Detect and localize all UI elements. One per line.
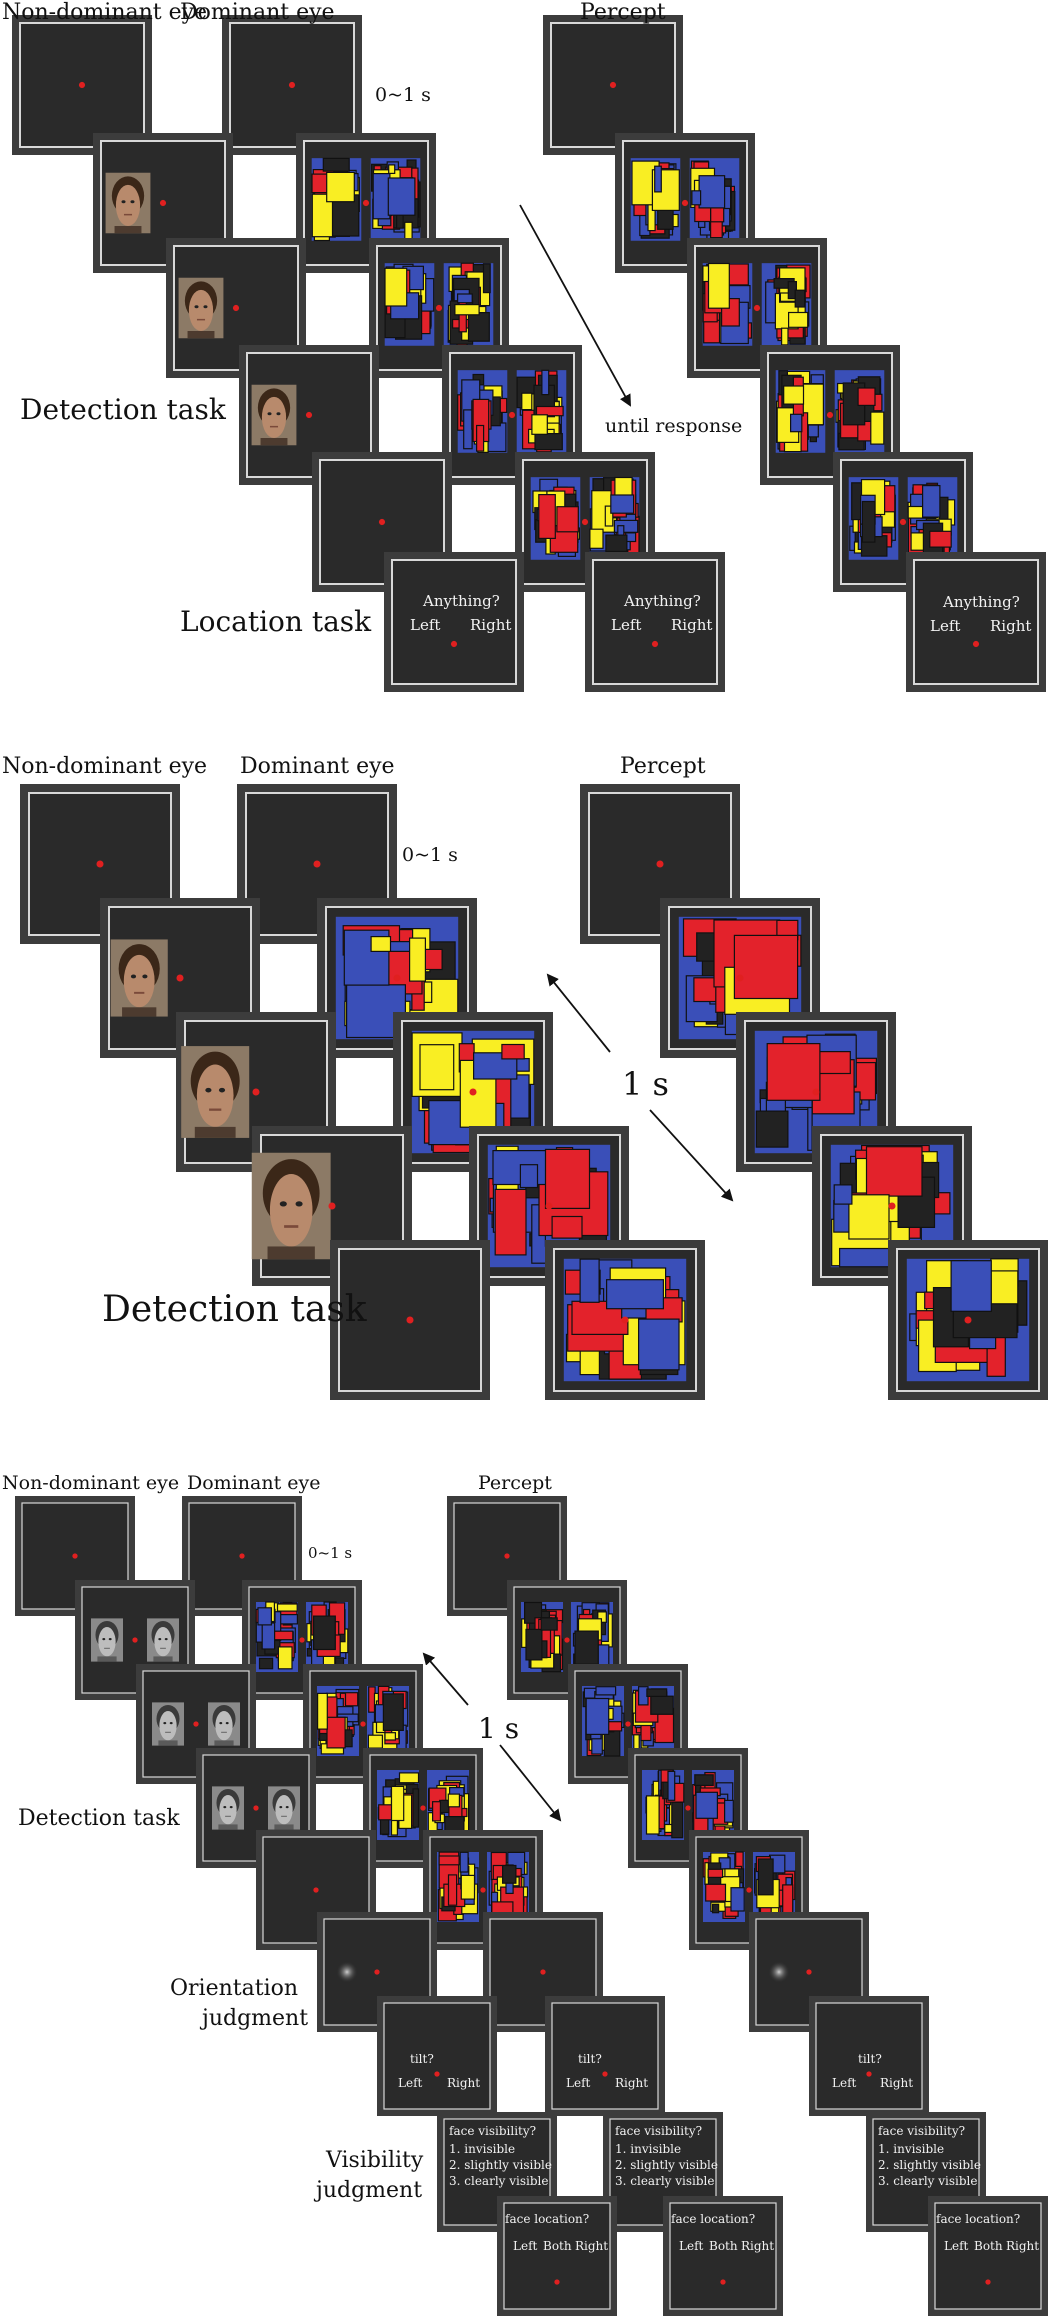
panel-c-visibility-label-line1: Visibility xyxy=(326,2148,424,2173)
panel-c-location-2-both: Both xyxy=(709,2239,738,2253)
panel-b-detection-task-label: Detection task xyxy=(102,1289,367,1330)
panel-c-visibility-label-line2: judgment xyxy=(316,2178,423,2203)
panel-c-location-1-both: Both xyxy=(543,2239,572,2253)
panel-c-visibility-2-option-2: 2. slightly visible xyxy=(615,2158,718,2172)
panel-c-location-1-right: Right xyxy=(575,2239,609,2253)
panel-c-orientation-label-line1: Orientation xyxy=(170,1976,299,2001)
panel-b-percept-label: Percept xyxy=(620,754,706,779)
panel-c-tilt-2-left: Left xyxy=(566,2076,591,2090)
panel-a-response-2-anything: Anything? xyxy=(624,592,701,610)
panel-c-location-1-left: Left xyxy=(513,2239,538,2253)
panel-c-tilt-2-right: Right xyxy=(615,2076,649,2090)
panel-a-percept-label: Percept xyxy=(580,0,666,25)
panel-a-time-label: 0~1 s xyxy=(375,84,431,106)
screen-a-percept-1 xyxy=(543,15,683,155)
screen-c-location-3 xyxy=(928,2196,1048,2316)
screen-b-percept-5 xyxy=(888,1240,1048,1400)
screen-a-nondom-2 xyxy=(93,133,233,273)
screen-a-response-2 xyxy=(585,552,725,692)
screen-a-dom-3 xyxy=(369,238,509,378)
panel-a-location-task-label: Location task xyxy=(180,605,372,638)
panel-c-visibility-1-prompt: face visibility? xyxy=(449,2124,537,2138)
screen-a-nondom-1 xyxy=(12,15,152,155)
panel-c-tilt-3-right: Right xyxy=(880,2076,914,2090)
screen-b-percept-3 xyxy=(736,1012,896,1172)
panel-b-time-label: 0~1 s xyxy=(402,844,458,866)
panel-c-tilt-3-prompt: tilt? xyxy=(858,2052,882,2066)
panel-c-visibility-3-option-3: 3. clearly visible xyxy=(878,2174,978,2188)
screen-c-location-2 xyxy=(663,2196,783,2316)
panel-c-tilt-3-left: Left xyxy=(832,2076,857,2090)
screen-a-dom-1 xyxy=(222,15,362,155)
panel-c-visibility-1-option-3: 3. clearly visible xyxy=(449,2174,549,2188)
panel-c-visibility-2-option-1: 1. invisible xyxy=(615,2142,682,2156)
panel-a-response-2-left: Left xyxy=(611,616,642,634)
panel-a-response-3-left: Left xyxy=(930,617,961,635)
screen-a-percept-5 xyxy=(833,452,973,592)
screen-c-dom-4 xyxy=(363,1748,483,1868)
panel-c-location-2-prompt: face location? xyxy=(671,2212,756,2226)
panel-b-duration-arrow-down xyxy=(649,1109,734,1202)
panel-c-detection-task-label: Detection task xyxy=(18,1806,180,1831)
screen-b-dom-5 xyxy=(545,1240,705,1400)
panel-a-until-response-label: until response xyxy=(605,415,743,437)
panel-c-orientation-label-line2: judgment xyxy=(202,2006,309,2031)
panel-c-location-3-right: Right xyxy=(1006,2239,1040,2253)
panel-c-tilt-1-left: Left xyxy=(398,2076,423,2090)
panel-c-location-3-left: Left xyxy=(944,2239,969,2253)
panel-b-nondominant-eye-label: Non-dominant eye xyxy=(2,754,208,779)
screen-c-tilt-2 xyxy=(545,1996,665,2116)
panel-a-response-1-left: Left xyxy=(410,616,441,634)
panel-c-visibility-2-option-3: 3. clearly visible xyxy=(615,2174,715,2188)
screen-b-percept-2 xyxy=(660,898,820,1058)
panel-c-location-2-right: Right xyxy=(741,2239,775,2253)
panel-a-response-3-right: Right xyxy=(990,617,1032,635)
panel-a-response-2-right: Right xyxy=(671,616,713,634)
screen-b-nondom-5 xyxy=(330,1240,490,1400)
screen-a-response-1 xyxy=(384,552,524,692)
screen-c-tilt-1 xyxy=(377,1996,497,2116)
panel-c-visibility-1-option-1: 1. invisible xyxy=(449,2142,516,2156)
panel-c-duration-arrow-down xyxy=(499,1744,562,1822)
panel-c-time-label: 0~1 s xyxy=(308,1544,353,1562)
screen-c-tilt-3 xyxy=(809,1996,929,2116)
panel-a-response-1-anything: Anything? xyxy=(423,592,500,610)
panel-a-dominant-eye-label: Dominant eye xyxy=(180,0,335,25)
panel-c-location-2-left: Left xyxy=(679,2239,704,2253)
panel-c-visibility-3-option-1: 1. invisible xyxy=(878,2142,945,2156)
panel-a-response-1-right: Right xyxy=(470,616,512,634)
panel-c-visibility-2-prompt: face visibility? xyxy=(615,2124,703,2138)
panel-c-tilt-2-prompt: tilt? xyxy=(578,2052,602,2066)
panel-c-tilt-1-right: Right xyxy=(447,2076,481,2090)
panel-c-visibility-3-option-2: 2. slightly visible xyxy=(878,2158,981,2172)
arrows-layer xyxy=(422,204,734,1822)
screens-layer xyxy=(12,15,1048,2316)
panel-b-dominant-eye-label: Dominant eye xyxy=(240,754,395,779)
panel-c-visibility-1-option-2: 2. slightly visible xyxy=(449,2158,552,2172)
screen-a-dom-5 xyxy=(515,452,655,592)
panel-c-duration-label: 1 s xyxy=(478,1712,520,1745)
panel-c-location-1-prompt: face location? xyxy=(505,2212,590,2226)
panel-a-detection-task-label: Detection task xyxy=(20,393,226,426)
screen-c-dom-2 xyxy=(242,1580,362,1700)
screen-a-response-3 xyxy=(906,552,1046,692)
panel-a-time-arrow xyxy=(519,204,631,407)
panel-c-dominant-eye-label: Dominant eye xyxy=(187,1472,321,1494)
panel-c-location-3-both: Both xyxy=(974,2239,1003,2253)
panel-a-nondominant-eye-label: Non-dominant eye xyxy=(2,0,208,25)
panel-c-visibility-3-prompt: face visibility? xyxy=(878,2124,966,2138)
panel-a-response-3-anything: Anything? xyxy=(943,593,1020,611)
screen-c-location-1 xyxy=(497,2196,617,2316)
panel-b-duration-arrow-up xyxy=(546,973,611,1053)
screen-a-dom-2 xyxy=(296,133,436,273)
panel-c-location-3-prompt: face location? xyxy=(936,2212,1021,2226)
panel-c-tilt-1-prompt: tilt? xyxy=(410,2052,434,2066)
panel-b-duration-label: 1 s xyxy=(622,1065,669,1103)
screen-a-nondom-3 xyxy=(166,238,306,378)
screen-a-percept-2 xyxy=(615,133,755,273)
panel-c-percept-label: Percept xyxy=(478,1472,552,1494)
panel-c-duration-arrow-up xyxy=(422,1652,469,1706)
panel-c-nondominant-eye-label: Non-dominant eye xyxy=(2,1472,180,1494)
